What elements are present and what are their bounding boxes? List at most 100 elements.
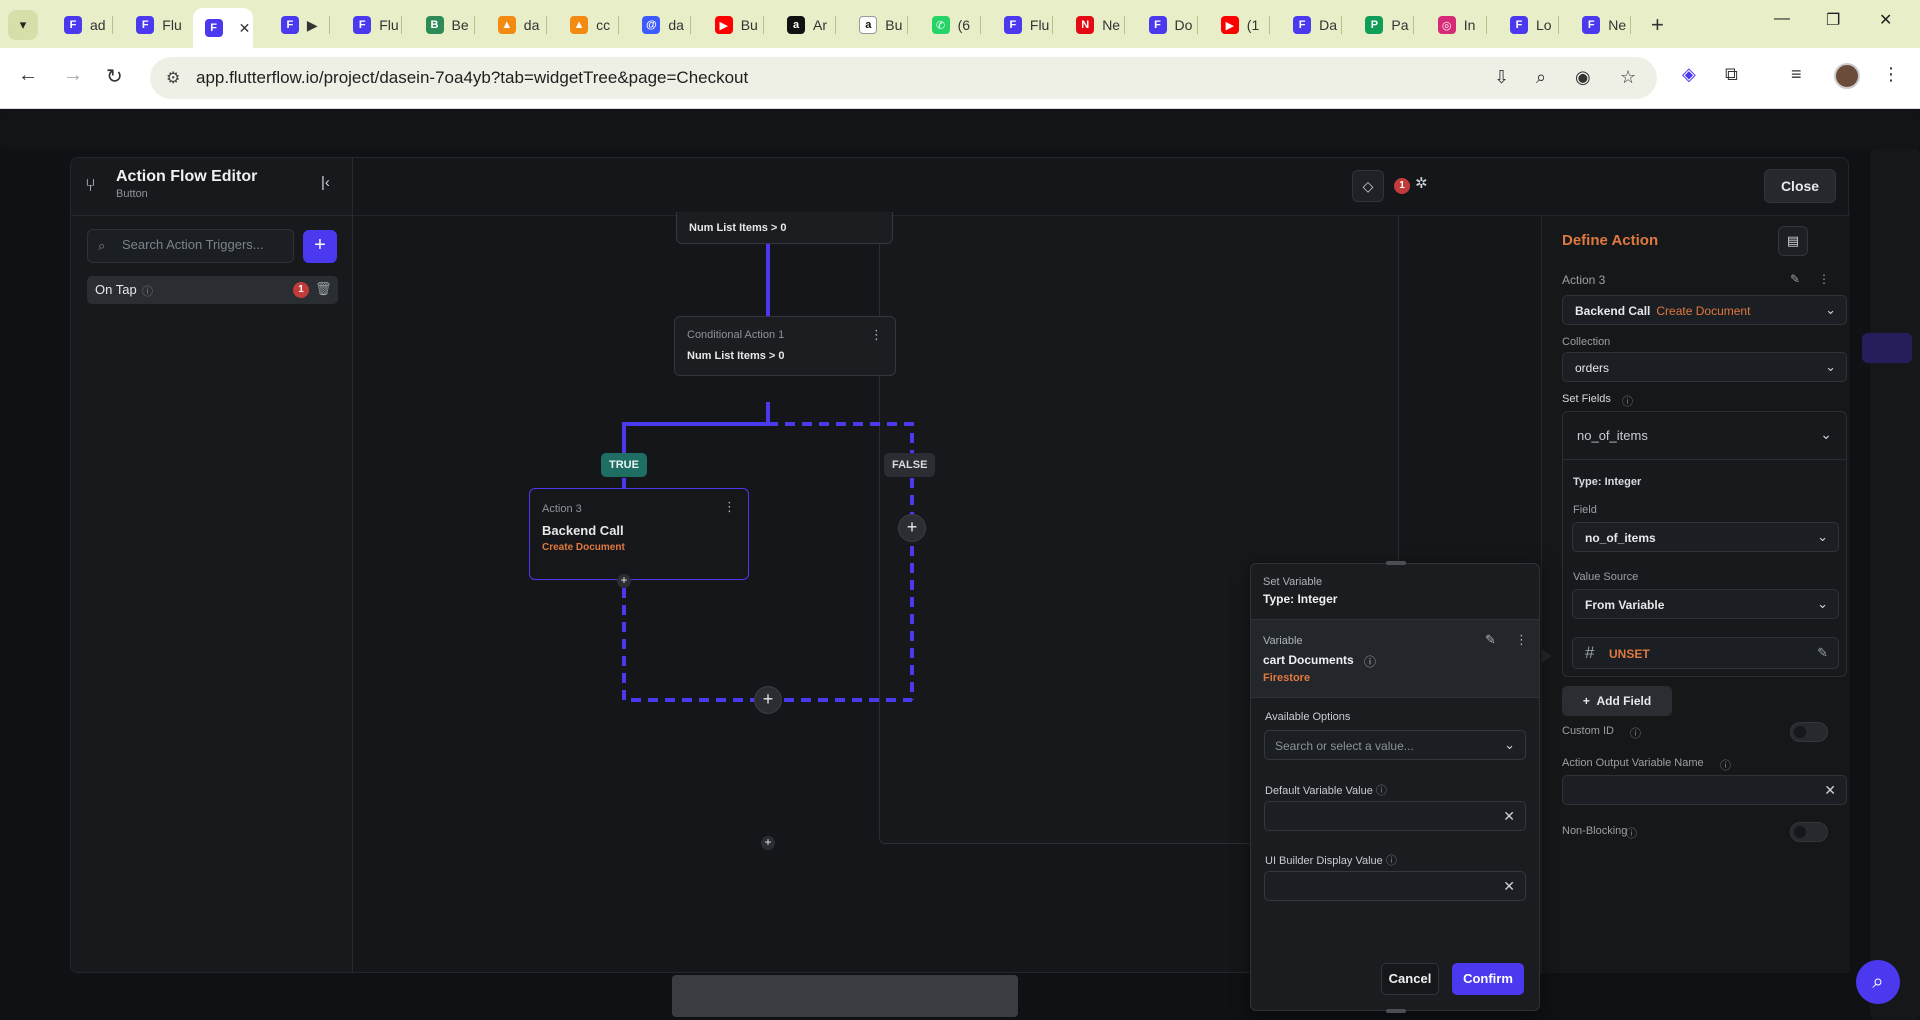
forward-icon[interactable]: → [63, 64, 83, 86]
value-source-select[interactable]: From Variable ⌄ [1572, 589, 1839, 619]
info-icon[interactable]: ⓘ [1375, 785, 1387, 797]
new-tab-icon[interactable]: + [1651, 12, 1664, 37]
add-action-icon[interactable]: + [617, 574, 631, 588]
add-action-icon[interactable]: + [754, 686, 782, 714]
chevron-down-icon[interactable]: ⌄ [1820, 426, 1832, 442]
action-3-node[interactable]: Action 3 Backend Call Create Document ⋮ [529, 488, 749, 580]
tab-search-icon[interactable]: ▾ [8, 10, 38, 40]
browser-tab[interactable]: ▶Bu [703, 8, 758, 42]
info-icon[interactable]: ⓘ [1720, 760, 1731, 772]
tab-favicon-icon: a [787, 16, 805, 34]
edit-icon[interactable]: ✎ [1485, 632, 1496, 647]
default-value-input[interactable]: ✕ [1264, 801, 1526, 831]
info-icon[interactable]: ⓘ [142, 286, 153, 298]
kebab-menu-icon[interactable]: ⋮ [1818, 272, 1830, 286]
browser-tab[interactable]: ▲da [486, 8, 539, 42]
url-text[interactable]: app.flutterflow.io/project/dasein-7oa4yb… [196, 68, 749, 87]
field-select[interactable]: no_of_items ⌄ [1572, 522, 1839, 552]
ui-builder-input[interactable]: ✕ [1264, 871, 1526, 901]
trigger-item-on-tap[interactable]: On Tap ⓘ 1 🗑 [87, 276, 338, 304]
add-field-button[interactable]: + Add Field [1562, 686, 1672, 716]
conditional-action-node[interactable]: Conditional Action 1 Num List Items > 0 … [674, 316, 896, 376]
collection-select[interactable]: orders ⌄ [1562, 352, 1847, 382]
variable-card[interactable]: Variable cart Documents ⓘ Firestore ✎ ⋮ [1251, 620, 1539, 698]
browser-menu-icon[interactable]: ⋮ [1882, 64, 1900, 84]
kebab-menu-icon[interactable]: ⋮ [870, 327, 883, 342]
restore-icon[interactable]: ❐ [1826, 12, 1841, 29]
variable-value-box[interactable]: # UNSET ✎ [1572, 637, 1839, 669]
kebab-menu-icon[interactable]: ⋮ [1515, 632, 1528, 647]
drag-handle[interactable] [1386, 561, 1406, 565]
previous-condition-node[interactable]: Num List Items > 0 [676, 212, 893, 244]
clear-icon[interactable]: ✕ [1824, 782, 1836, 798]
delete-trigger-icon[interactable]: 🗑 [315, 281, 332, 296]
add-trigger-button[interactable]: + [303, 230, 337, 263]
media-control-icon[interactable]: ≡ [1791, 64, 1802, 84]
info-icon[interactable]: ⓘ [1364, 655, 1377, 669]
close-button[interactable]: Close [1764, 169, 1836, 203]
collapse-pane-icon[interactable]: |‹ [321, 174, 330, 191]
add-false-action-icon[interactable]: + [898, 514, 926, 542]
drag-handle[interactable] [1386, 1009, 1406, 1013]
edit-icon[interactable]: ✎ [1817, 645, 1828, 660]
support-chat-icon[interactable]: ⌕ [1856, 960, 1900, 1004]
edit-icon[interactable]: ✎ [1790, 272, 1801, 286]
reload-icon[interactable]: ↻ [106, 66, 123, 88]
custom-id-toggle[interactable] [1790, 722, 1828, 742]
trigger-search-input[interactable] [122, 237, 287, 252]
info-icon[interactable]: ⓘ [1626, 828, 1637, 840]
close-tab-icon[interactable]: ✕ [238, 19, 251, 36]
trigger-search[interactable]: ⌕ [87, 229, 294, 263]
browser-tab[interactable]: ✆(6 [920, 8, 970, 42]
cancel-button[interactable]: Cancel [1381, 963, 1439, 995]
browser-tab[interactable]: F▶ [269, 8, 318, 42]
info-icon[interactable]: ⓘ [1630, 728, 1641, 740]
back-icon[interactable]: ← [18, 64, 38, 86]
bookmark-star-icon[interactable]: ☆ [1620, 67, 1637, 87]
zoom-icon[interactable]: ⌕ [1536, 67, 1547, 87]
info-icon[interactable]: ⓘ [1622, 396, 1633, 408]
clear-icon[interactable]: ✕ [1503, 808, 1515, 824]
field-header[interactable]: no_of_items ⌄ [1563, 412, 1846, 460]
flow-canvas[interactable]: Num List Items > 0 Conditional Action 1 … [354, 212, 1399, 973]
info-icon[interactable]: ⓘ [1385, 855, 1397, 867]
bug-icon[interactable]: ✲ [1415, 175, 1428, 192]
browser-tab[interactable]: ▶(1 [1209, 8, 1259, 42]
available-options-select[interactable]: Search or select a value... ⌄ [1264, 730, 1526, 760]
confirm-button[interactable]: Confirm [1452, 963, 1524, 995]
install-app-icon[interactable]: ⇩ [1494, 67, 1510, 87]
action-library-icon[interactable]: ▤ [1778, 226, 1808, 256]
minimize-icon[interactable]: — [1774, 10, 1790, 27]
browser-tab[interactable]: @da [630, 8, 684, 42]
output-variable-input[interactable]: ✕ [1562, 775, 1847, 805]
clear-icon[interactable]: ✕ [1503, 878, 1515, 894]
tracking-eye-icon[interactable]: ◉ [1575, 67, 1591, 87]
browser-tab[interactable]: ◎In [1426, 8, 1475, 42]
extensions-icon[interactable]: ⧉ [1725, 64, 1738, 84]
kebab-menu-icon[interactable]: ⋮ [723, 499, 736, 514]
url-bar[interactable]: ⚙ app.flutterflow.io/project/dasein-7oa4… [150, 57, 1657, 99]
non-blocking-toggle[interactable] [1790, 822, 1828, 842]
flutterflow-extension-icon[interactable]: ◈ [1682, 64, 1696, 84]
browser-tab[interactable]: F✕ [192, 8, 253, 48]
close-window-icon[interactable]: ✕ [1879, 12, 1893, 29]
site-info-icon[interactable]: ⚙ [166, 70, 181, 87]
add-action-icon[interactable]: + [761, 836, 775, 850]
browser-tab[interactable]: ▲cc [558, 8, 610, 42]
profile-avatar[interactable] [1834, 63, 1860, 89]
diamond-check-icon[interactable]: ◇ [1352, 170, 1384, 202]
